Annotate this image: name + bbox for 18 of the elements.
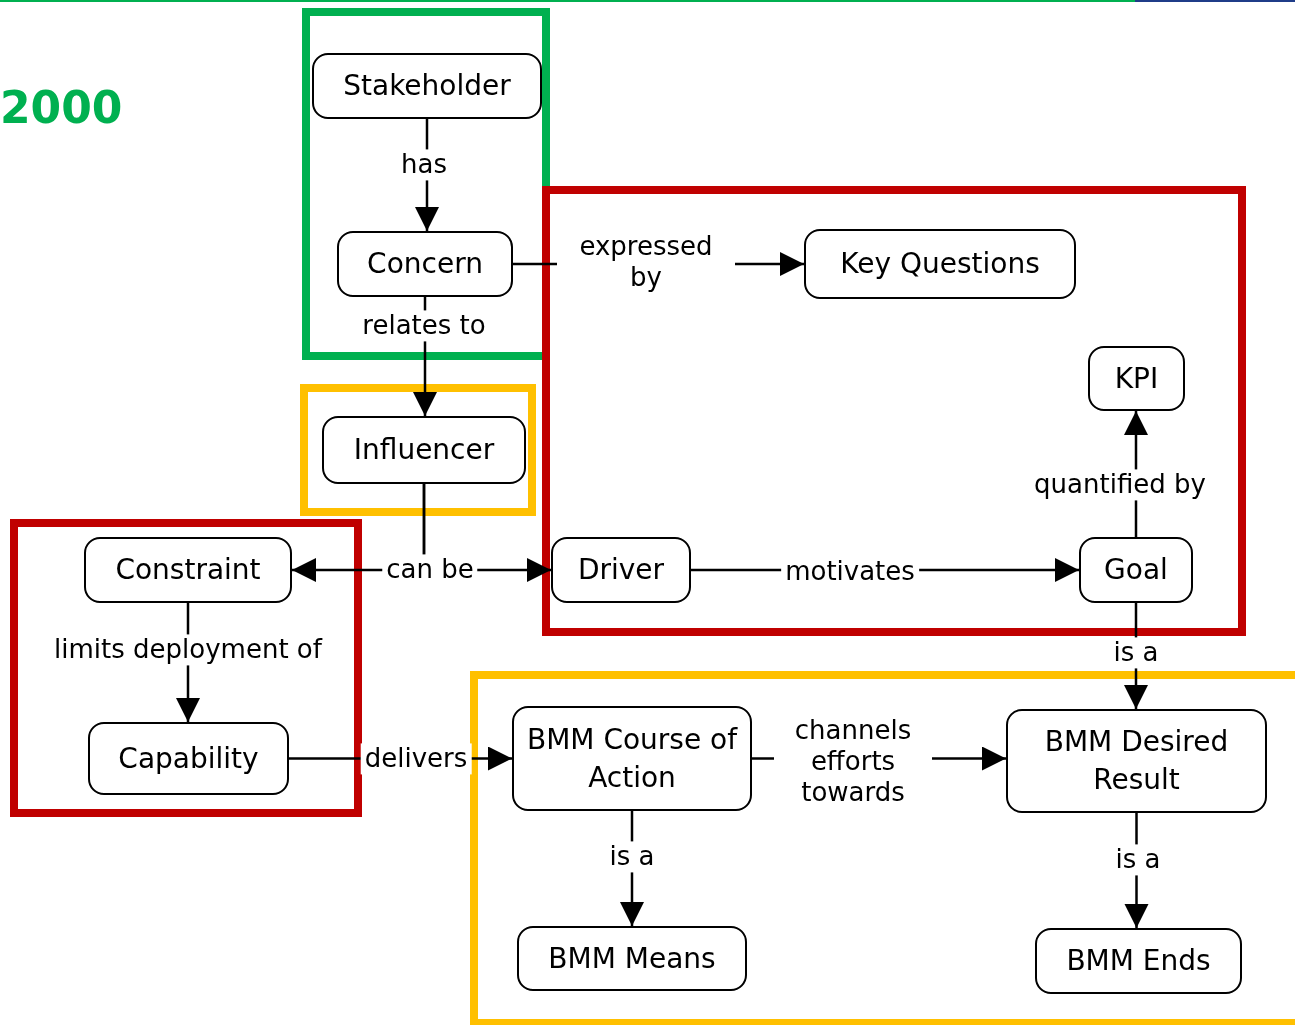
concept-box: KPI bbox=[1088, 346, 1185, 411]
highlight-frame bbox=[542, 186, 1246, 636]
highlight-frame bbox=[10, 519, 362, 817]
highlight-frame bbox=[300, 384, 536, 516]
concept-box: Concern bbox=[337, 231, 513, 297]
concept-box: Influencer bbox=[322, 416, 526, 484]
concept-box: Constraint bbox=[84, 537, 292, 603]
year-label: 2000 bbox=[0, 82, 123, 133]
concept-box: Key Questions bbox=[804, 229, 1076, 299]
edge-label: delivers bbox=[360, 743, 472, 775]
concept-box: BMM Course of Action bbox=[512, 706, 752, 811]
concept-box: BMM Desired Result bbox=[1006, 709, 1267, 813]
concept-box: Driver bbox=[551, 537, 691, 603]
concept-box: BMM Ends bbox=[1035, 928, 1242, 994]
concept-box: Stakeholder bbox=[312, 53, 542, 119]
concept-box: BMM Means bbox=[517, 926, 747, 991]
concept-box: Goal bbox=[1079, 537, 1193, 603]
concept-box: Capability bbox=[88, 722, 289, 795]
